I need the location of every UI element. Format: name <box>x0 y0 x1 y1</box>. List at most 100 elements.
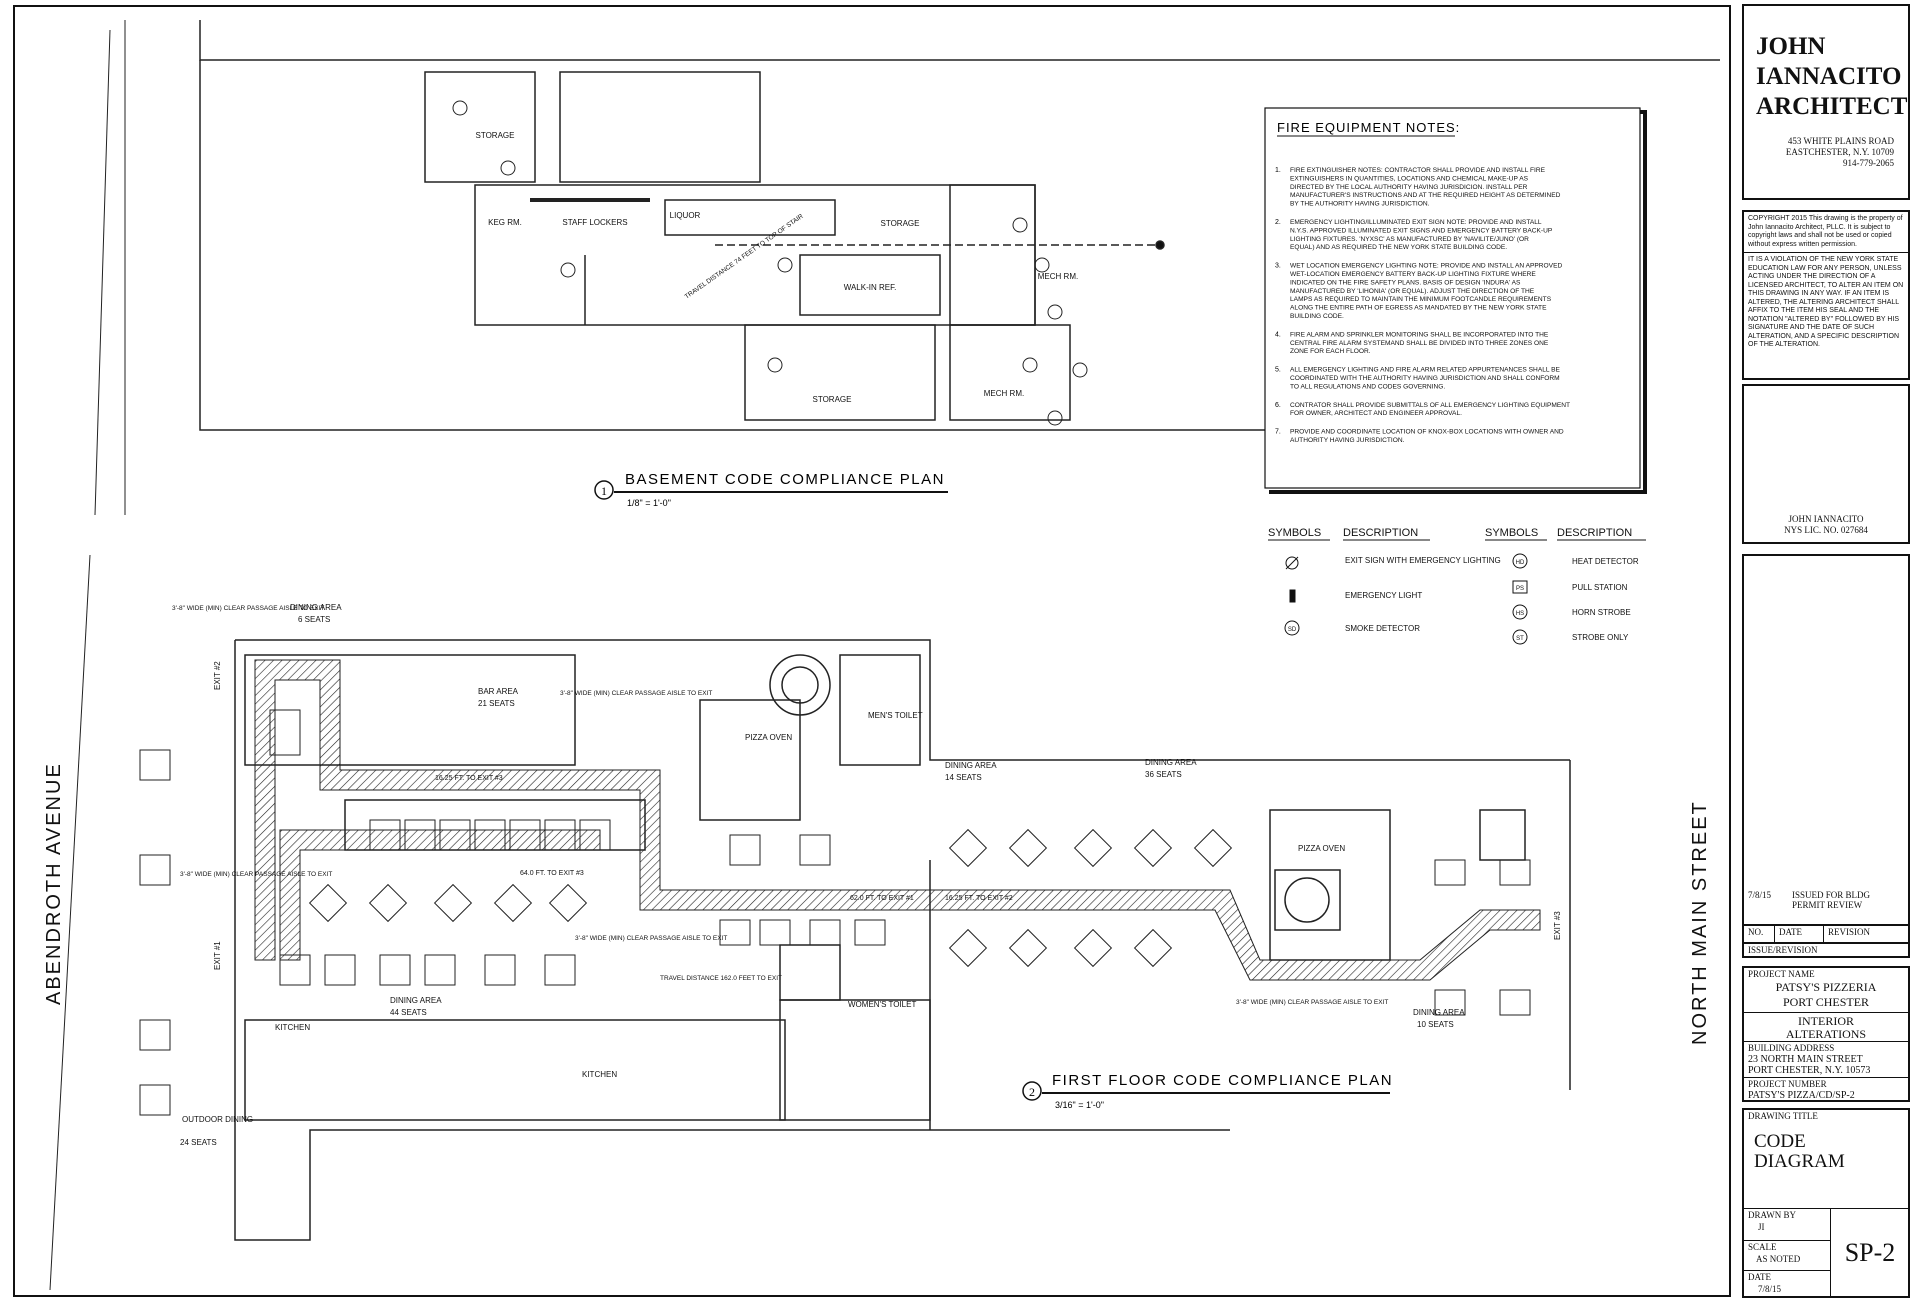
clear-passage-note: 3'-8" WIDE (MIN) CLEAR PASSAGE AISLE TO … <box>575 935 727 942</box>
svg-text:HD: HD <box>1516 560 1525 566</box>
revision-caption: ISSUE/REVISION <box>1748 945 1818 955</box>
sheet-number: SP-2 <box>1830 1208 1909 1297</box>
area-name: DINING AREA <box>390 996 442 1005</box>
building-address: 23 NORTH MAIN STREET <box>1748 1054 1863 1065</box>
note-number: 1. <box>1275 167 1281 174</box>
fire-equipment-notes: FIRE EQUIPMENT NOTES: 1. FIRE EXTINGUISHE… <box>1264 107 1647 494</box>
revision-box: 7/8/15 ISSUED FOR BLDG PERMIT REVIEW <box>1742 554 1910 934</box>
plan-title: FIRST FLOOR CODE COMPLIANCE PLAN <box>1052 1072 1393 1089</box>
distance-label: 64.0 FT. TO EXIT #3 <box>520 870 584 877</box>
distance-label: 16.25 FT. TO EXIT #2 <box>945 895 1013 902</box>
area-name: OUTDOOR DINING <box>182 1115 253 1124</box>
note-item: FIRE EXTINGUISHER NOTES: CONTRACTOR SHAL… <box>1290 167 1561 208</box>
sheet-border <box>13 5 1731 1297</box>
floor-plan-drawing: STORAGE KEG RM. STAFF LOCKERS LIQUOR STO… <box>13 5 1731 1297</box>
room-label: STORAGE <box>476 131 515 140</box>
room-label: STAFF LOCKERS <box>562 218 627 227</box>
seal-license: NYS LIC. NO. 027684 <box>1784 525 1868 535</box>
plan-number: 1 <box>601 484 607 498</box>
clear-passage-note: 3'-8" WIDE (MIN) CLEAR PASSAGE AISLE TO … <box>1236 999 1388 1006</box>
pull-station-icon: PS <box>1512 580 1528 594</box>
building-address-label: BUILDING ADDRESS <box>1748 1043 1835 1053</box>
drawing-title: CODE DIAGRAM <box>1754 1131 1845 1172</box>
project-number: PATSY'S PIZZA/CD/SP-2 <box>1748 1090 1855 1101</box>
horn-strobe-icon: HS <box>1512 604 1528 620</box>
plan-scale: 1/8" = 1'-0" <box>627 498 671 508</box>
note-item: WET LOCATION EMERGENCY LIGHTING NOTE: PR… <box>1290 263 1562 320</box>
firm-box: JOHN IANNACITO ARCHITECT 453 WHITE PLAIN… <box>1742 4 1910 200</box>
distance-label: 62.0 FT. TO EXIT #1 <box>850 895 914 902</box>
scale-cell: SCALE AS NOTED <box>1744 1240 1830 1265</box>
area-name: DINING AREA <box>1145 758 1197 767</box>
legend-col-description: DESCRIPTION <box>1557 527 1632 539</box>
room-label: KITCHEN <box>275 1023 310 1032</box>
plan-scale: 3/16" = 1'-0" <box>1055 1100 1104 1110</box>
scale-value: AS NOTED <box>1756 1254 1801 1264</box>
area-seats: 14 SEATS <box>945 773 982 782</box>
note-number: 7. <box>1275 429 1281 436</box>
room-label: PIZZA OVEN <box>1298 844 1345 853</box>
basement-symbols <box>452 100 1088 426</box>
rev-col-no: NO. <box>1744 926 1775 942</box>
project-name: PATSY'S PIZZERIA <box>1775 980 1877 994</box>
project-number-label: PROJECT NUMBER <box>1748 1079 1827 1089</box>
area-seats: 21 SEATS <box>478 699 515 708</box>
strobe-only-icon: ST <box>1512 629 1528 645</box>
rev-col-revision: REVISION <box>1828 927 1870 937</box>
area-name: DINING AREA <box>290 603 342 612</box>
basement-plan <box>199 20 1720 431</box>
room-label: MECH RM. <box>1038 272 1078 281</box>
legend-desc: STROBE ONLY <box>1572 633 1629 642</box>
note-item: CONTRATOR SHALL PROVIDE SUBMITTALS OF AL… <box>1290 402 1570 417</box>
note-number: 6. <box>1275 402 1281 409</box>
room-label: STORAGE <box>813 395 852 404</box>
drawing-title-box: DRAWING TITLE CODE DIAGRAM DRAWN BY JI S… <box>1742 1108 1910 1298</box>
exit-label: EXIT #2 <box>213 661 222 690</box>
notes-title: FIRE EQUIPMENT NOTES: <box>1277 120 1460 135</box>
street-label-left: ABENDROTH AVENUE <box>43 762 65 1005</box>
legend-desc: HORN STROBE <box>1572 608 1631 617</box>
copyright-text: COPYRIGHT 2015 This drawing is the prope… <box>1744 212 1908 253</box>
note-number: 4. <box>1275 331 1281 338</box>
svg-text:ST: ST <box>1516 636 1524 642</box>
date-cell: DATE 7/8/15 <box>1744 1270 1830 1295</box>
svg-text:PS: PS <box>1516 586 1524 592</box>
distance-label: 16.25 FT. TO EXIT #3 <box>435 775 503 782</box>
legend-desc: EMERGENCY LIGHT <box>1345 591 1422 600</box>
area-seats: 44 SEATS <box>390 1008 427 1017</box>
area-name: BAR AREA <box>478 687 519 696</box>
four-top-tables <box>308 828 1233 968</box>
note-number: 5. <box>1275 367 1281 374</box>
note-item: FIRE ALARM AND SPRINKLER MONITORING SHAL… <box>1290 331 1549 355</box>
room-label: MECH RM. <box>984 389 1024 398</box>
legend-desc: PULL STATION <box>1572 583 1628 592</box>
area-seats: 6 SEATS <box>298 615 330 624</box>
revision-date: 7/8/15 <box>1748 890 1772 900</box>
date-value: 7/8/15 <box>1758 1284 1782 1294</box>
room-label: PIZZA OVEN <box>745 733 792 742</box>
travel-note: TRAVEL DISTANCE 74 FEET TO TOP OF STAIR <box>684 213 805 301</box>
drawn-by-cell: DRAWN BY JI <box>1744 1208 1830 1233</box>
room-label: MEN'S TOILET <box>868 711 923 720</box>
firm-address: 453 WHITE PLAINS ROAD EASTCHESTER, N.Y. … <box>1785 136 1894 168</box>
legend-desc: EXIT SIGN WITH EMERGENCY LIGHTING <box>1345 556 1501 565</box>
first-floor-labels: ABENDROTH AVENUE NORTH MAIN STREET DININ… <box>43 603 1711 1147</box>
clear-passage-note: 3'-8" WIDE (MIN) CLEAR PASSAGE AISLE TO … <box>560 690 712 697</box>
svg-text:HS: HS <box>1516 611 1524 617</box>
drawn-by: JI <box>1758 1222 1765 1232</box>
room-label: KITCHEN <box>582 1070 617 1079</box>
firm-name: JOHN IANNACITO ARCHITECT <box>1756 33 1908 120</box>
first-floor-plan-title: 2 FIRST FLOOR CODE COMPLIANCE PLAN 3/16"… <box>1022 1072 1393 1110</box>
legend-col-symbols: SYMBOLS <box>1268 527 1321 539</box>
note-number: 2. <box>1275 219 1281 226</box>
room-label: LIQUOR <box>670 211 701 220</box>
basement-room-labels: STORAGE KEG RM. STAFF LOCKERS LIQUOR STO… <box>476 131 1079 404</box>
note-item: PROVIDE AND COORDINATE LOCATION OF KNOX-… <box>1290 429 1564 444</box>
legend-desc: HEAT DETECTOR <box>1572 557 1639 566</box>
seal-box: JOHN IANNACITO NYS LIC. NO. 027684 <box>1742 384 1910 544</box>
violation-text: IT IS A VIOLATION OF THE NEW YORK STATE … <box>1748 256 1904 348</box>
room-label: WALK-IN REF. <box>844 283 897 292</box>
smoke-detector-icon: SD <box>1284 620 1300 636</box>
clear-passage-note: 3'-8" WIDE (MIN) CLEAR PASSAGE AISLE TO … <box>172 605 324 612</box>
room-label: STORAGE <box>881 219 920 228</box>
